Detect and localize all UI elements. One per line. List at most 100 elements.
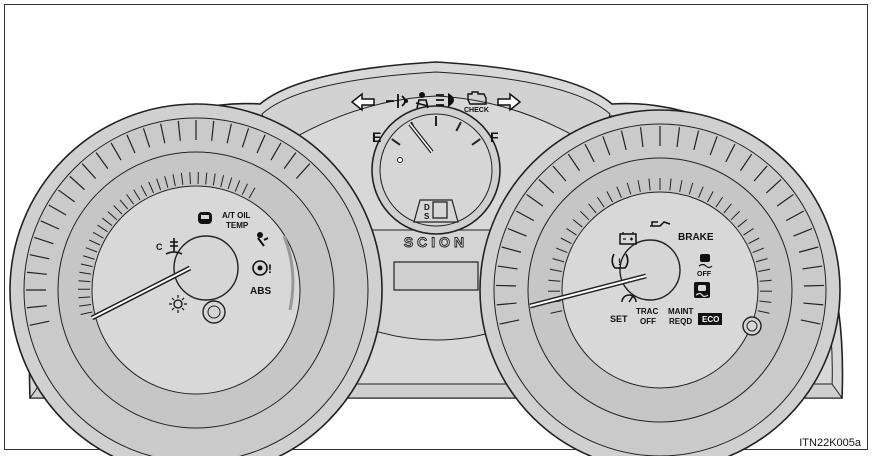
- maint-reqd-label-1: MAINT: [668, 307, 693, 316]
- scale-tick: [248, 187, 256, 199]
- scale-tick: [295, 163, 311, 179]
- turn-signal-left-icon: [350, 92, 375, 112]
- scale-tick: [234, 180, 241, 192]
- trac-off-label-2: OFF: [640, 317, 656, 326]
- right-gauge: BRAKE ! OFF SET TRAC OFF MAINT REQD ECO: [479, 109, 841, 456]
- cruise-control-icon: [621, 294, 637, 303]
- scale-tick: [133, 189, 141, 201]
- scale-tick: [798, 246, 819, 253]
- scale-tick: [555, 247, 568, 254]
- brake-label: BRAKE: [678, 232, 714, 243]
- eco-indicator: [698, 313, 722, 325]
- scale-tick: [507, 228, 527, 237]
- left-gauge: C A/T OIL TEMP ! ABS: [9, 103, 383, 456]
- scale-tick: [730, 210, 741, 221]
- scale-tick: [758, 268, 771, 272]
- scale-tick: [82, 255, 95, 260]
- scale-tick: [596, 196, 605, 208]
- scale-tick: [110, 142, 122, 161]
- scale-tick: [119, 199, 129, 210]
- scale-tick: [142, 128, 151, 148]
- scale-tick: [78, 280, 91, 283]
- scale-tick: [639, 127, 644, 148]
- scale-tick: [140, 185, 148, 197]
- scale-tick: [164, 176, 169, 188]
- scale-tick: [113, 205, 123, 215]
- scale-tick: [270, 142, 282, 161]
- scale-tick: [538, 178, 555, 194]
- headlight-sun-icon: [169, 295, 187, 313]
- coolant-temp-icon: C: [156, 238, 183, 255]
- turn-signal-right-icon: [497, 92, 522, 112]
- scale-tick: [26, 305, 47, 309]
- scale-tick: [572, 219, 583, 228]
- maint-reqd-label-2: REQD: [669, 317, 692, 326]
- scale-tick: [189, 172, 191, 185]
- scale-tick: [227, 177, 233, 190]
- scale-tick: [241, 183, 248, 195]
- scale-tick: [802, 265, 823, 270]
- scale-tick: [793, 228, 813, 237]
- scale-tick: [26, 271, 47, 275]
- scale-tick: [584, 143, 595, 163]
- scale-tick: [29, 254, 50, 260]
- scale-tick: [550, 310, 563, 314]
- check-label: CHECK: [464, 107, 489, 114]
- svg-text:!: !: [618, 257, 621, 267]
- scale-tick: [515, 210, 535, 222]
- high-beam-on-icon: [386, 94, 408, 108]
- door-open-icon: [198, 212, 212, 224]
- scale-tick: [526, 194, 544, 207]
- scale-tick: [501, 246, 522, 253]
- scale-tick: [752, 247, 765, 254]
- center-lcd-display: [393, 261, 479, 291]
- scale-tick: [29, 320, 50, 326]
- scale-tick: [709, 136, 718, 156]
- scale-tick: [148, 181, 154, 194]
- brand-logo: SCION: [404, 234, 468, 250]
- scale-tick: [588, 203, 597, 214]
- scale-tick: [180, 172, 184, 185]
- svg-text:!: !: [268, 262, 272, 276]
- scale-tick: [499, 319, 520, 325]
- scale-tick: [79, 304, 92, 307]
- scale-tick: [723, 203, 732, 214]
- scale-tick: [560, 237, 572, 245]
- headlight-high-beam-icon: [436, 93, 454, 107]
- scale-tick: [648, 178, 651, 191]
- eco-label: ECO: [702, 315, 719, 324]
- scale-tick: [707, 191, 714, 203]
- trac-off-label-1: TRAC: [636, 307, 658, 316]
- scale-tick: [620, 130, 627, 151]
- vsc-off-icon: [698, 254, 713, 269]
- seatbelt-reminder-icon: [415, 92, 429, 109]
- scale-tick: [40, 220, 60, 230]
- scale-tick: [626, 182, 632, 195]
- scale-tick: [107, 211, 118, 220]
- scale-tick: [698, 186, 704, 198]
- slip-indicator-icon: [694, 282, 710, 298]
- scale-tick: [566, 228, 577, 236]
- fuel-full-label: F: [490, 129, 499, 145]
- scale-tick: [497, 265, 518, 270]
- scale-tick: [759, 279, 772, 282]
- scale-tick: [102, 217, 113, 226]
- scale-tick: [765, 178, 782, 194]
- scale-tick: [80, 311, 93, 316]
- scale-tick: [740, 153, 753, 171]
- scale-tick: [471, 138, 481, 146]
- scale-tick: [69, 175, 85, 191]
- right-gauge-outer-scale: [496, 126, 824, 325]
- scale-tick: [205, 172, 208, 185]
- set-label: SET: [610, 314, 628, 324]
- scale-tick: [220, 175, 225, 188]
- scale-tick: [226, 123, 232, 144]
- scale-tick: [496, 302, 517, 306]
- scale-tick: [177, 120, 181, 141]
- scale-tick: [455, 121, 462, 132]
- scale-tick: [496, 284, 517, 287]
- scale-tick: [81, 163, 97, 179]
- scale-tick: [391, 138, 401, 146]
- left-gauge-inner-scale: [77, 172, 256, 316]
